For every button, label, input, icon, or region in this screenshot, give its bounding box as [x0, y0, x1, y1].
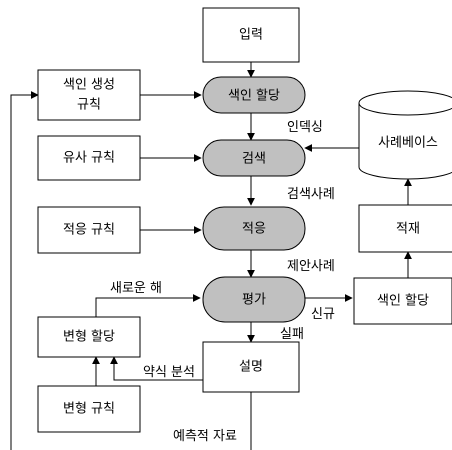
node-input-label: 입력 — [239, 28, 263, 43]
edge-label-new: 신규 — [311, 307, 335, 322]
node-mod-rules-label: 변형 규칙 — [63, 402, 115, 417]
node-search-label: 검색 — [242, 152, 266, 167]
arrow-explain-to-mod-assign — [110, 356, 203, 381]
node-index-assign-right-label: 색인 할당 — [377, 294, 429, 309]
node-index-assign-right: 색인 할당 — [353, 277, 452, 325]
edge-label-weakness-analysis: 약식 분석 — [143, 365, 195, 380]
node-evaluate: 평가 — [202, 276, 306, 323]
connectors — [10, 62, 412, 450]
node-index-rules-label-line2: 규칙 — [77, 98, 101, 113]
edge-label-failure: 실패 — [280, 327, 304, 342]
node-mod-assign: 변형 할당 — [37, 316, 141, 358]
node-index-rules-label-line1: 색인 생성 — [63, 78, 115, 93]
node-store-label: 적재 — [396, 222, 420, 237]
node-index-rules: 색인 생성 규칙 — [37, 69, 141, 121]
node-adapt-rules: 적응 규칙 — [37, 206, 141, 254]
node-database: 사례베이스 — [358, 90, 452, 180]
node-store: 적재 — [358, 204, 452, 253]
arrow-mod-assign-to-evaluate — [95, 294, 201, 317]
node-adapt-label: 적응 — [242, 222, 266, 237]
node-explain: 설명 — [202, 341, 300, 393]
node-similarity-rules-label: 유사 규칙 — [63, 151, 115, 166]
node-similarity-rules: 유사 규칙 — [37, 135, 141, 181]
edge-label-new-solution: 새로운 해 — [110, 281, 162, 296]
node-adapt-rules-label: 적응 규칙 — [63, 223, 115, 238]
node-database-label: 사례베이스 — [378, 136, 438, 151]
edge-label-searched-case: 검색사례 — [287, 187, 335, 202]
node-evaluate-label: 평가 — [242, 293, 266, 308]
node-index-assign-label: 색인 할당 — [228, 89, 280, 104]
arrow-explain-to-index-rules — [10, 91, 252, 450]
node-input: 입력 — [202, 7, 300, 63]
node-mod-assign-label: 변형 할당 — [63, 330, 115, 345]
node-search: 검색 — [202, 139, 306, 177]
edge-label-proposed-case: 제안사례 — [287, 259, 335, 274]
node-adapt: 적응 — [202, 206, 306, 251]
node-mod-rules: 변형 규칙 — [37, 385, 141, 433]
node-index-assign: 색인 할당 — [202, 76, 306, 114]
edge-label-indexing: 인덱싱 — [287, 120, 323, 135]
node-explain-label: 설명 — [239, 360, 263, 375]
edge-label-predictive-data: 예측적 자료 — [173, 429, 237, 444]
